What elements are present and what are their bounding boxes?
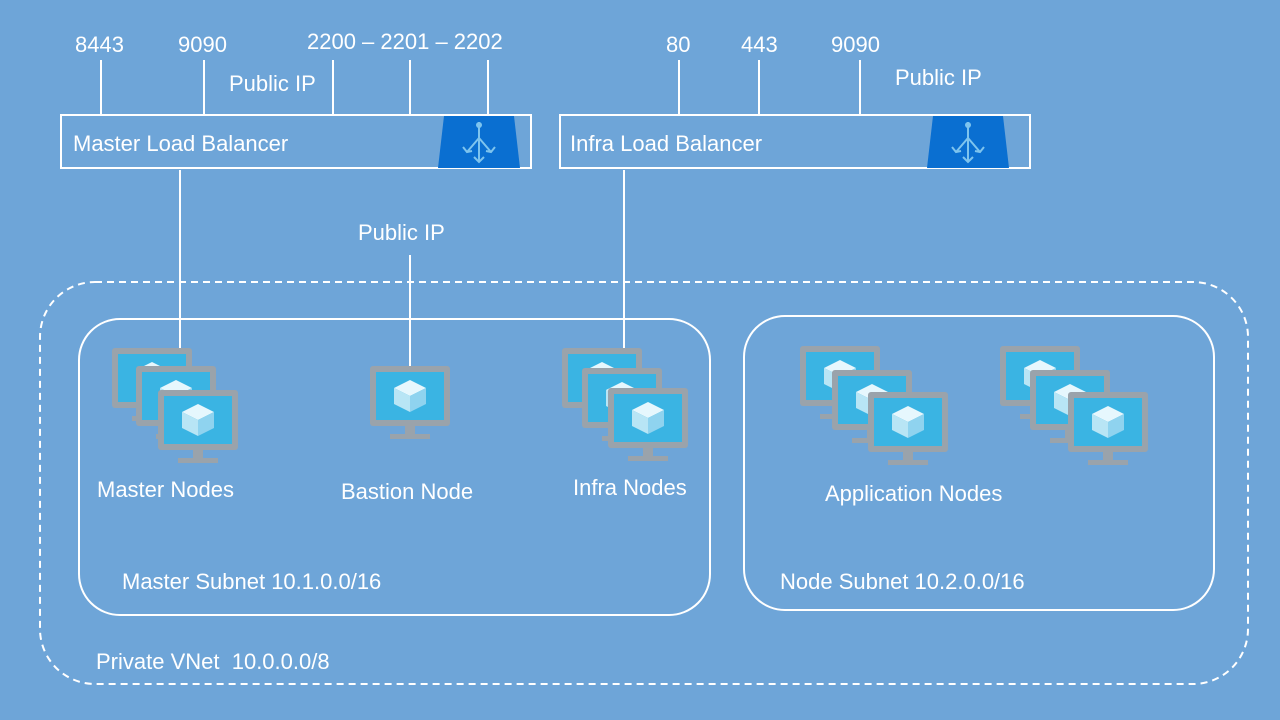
master-public-ip-label: Public IP bbox=[229, 71, 316, 96]
load-balancer-icon bbox=[438, 116, 520, 168]
port-label-8443: 8443 bbox=[75, 32, 124, 57]
infra-public-ip-label: Public IP bbox=[895, 65, 982, 90]
vnet-label: Private VNet 10.0.0.0/8 bbox=[96, 649, 330, 674]
infra-nodes-icon bbox=[562, 348, 688, 461]
application-nodes-label: Application Nodes bbox=[825, 481, 1003, 506]
infra-nodes-label: Infra Nodes bbox=[573, 475, 687, 500]
node-subnet-label: Node Subnet 10.2.0.0/16 bbox=[780, 569, 1025, 594]
master-subnet bbox=[78, 318, 711, 616]
vnet-boundary bbox=[39, 281, 1249, 685]
port-label-443: 443 bbox=[741, 32, 778, 57]
application-nodes-icon-group-1 bbox=[800, 346, 948, 465]
load-balancer-icon bbox=[927, 116, 1009, 168]
infra-load-balancer: Infra Load Balancer bbox=[559, 114, 1031, 169]
bastion-node-label: Bastion Node bbox=[341, 479, 474, 504]
master-nodes-icon bbox=[112, 348, 238, 463]
bastion-node-icon bbox=[370, 366, 450, 439]
port-label-9090-infra: 9090 bbox=[831, 32, 880, 57]
port-label-80: 80 bbox=[666, 32, 691, 57]
node-subnet bbox=[743, 315, 1215, 611]
port-label-9090: 9090 bbox=[178, 32, 227, 57]
port-label-2200-2202: 2200 – 2201 – 2202 bbox=[307, 29, 503, 54]
master-subnet-label: Master Subnet 10.1.0.0/16 bbox=[122, 569, 382, 594]
master-load-balancer: Master Load Balancer bbox=[60, 114, 532, 169]
master-nodes-label: Master Nodes bbox=[97, 477, 234, 502]
master-lb-label: Master Load Balancer bbox=[73, 131, 289, 156]
application-nodes-icon-group-2 bbox=[1000, 346, 1148, 465]
bastion-public-ip-label: Public IP bbox=[358, 220, 445, 245]
infra-lb-label: Infra Load Balancer bbox=[570, 131, 763, 156]
